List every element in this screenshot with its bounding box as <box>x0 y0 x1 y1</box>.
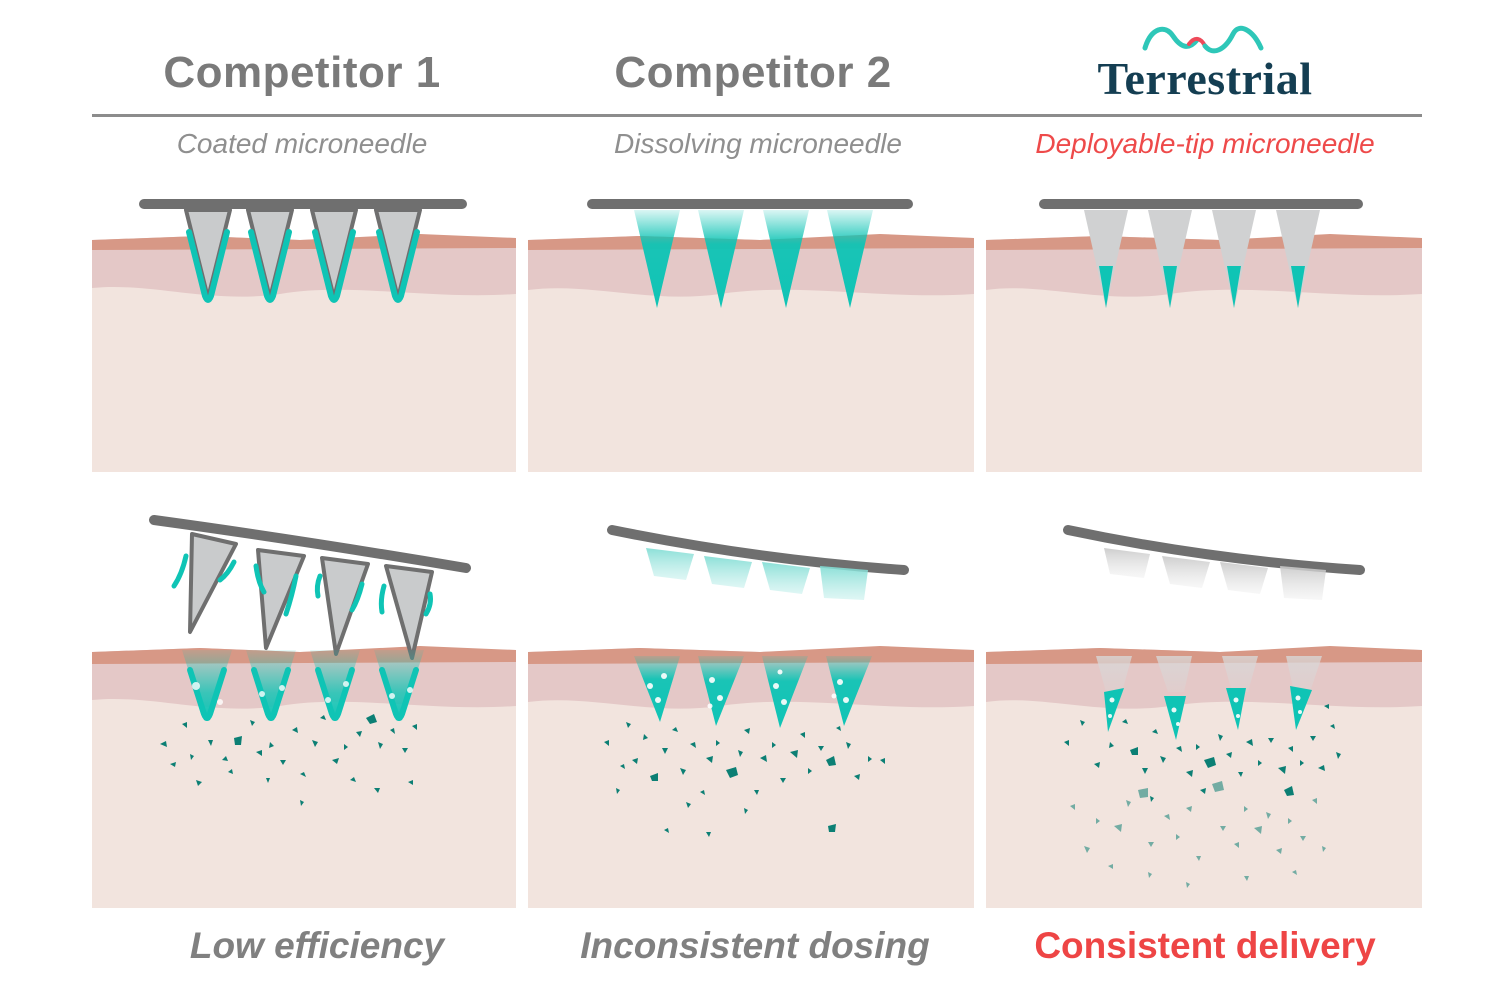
drug-particles-col3 <box>1064 704 1341 888</box>
dissolving-patch-top <box>587 199 913 308</box>
brand-name: Terrestrial <box>1097 53 1313 104</box>
drug-particles-col1 <box>160 714 417 806</box>
coated-microneedle-subtitle: Coated microneedle <box>176 128 428 159</box>
dissolving-microneedle-subtitle: Dissolving microneedle <box>614 128 902 159</box>
consistent-delivery-label: Consistent delivery <box>1034 925 1376 966</box>
skin-panel-bottom-3 <box>986 646 1422 908</box>
coated-residue <box>182 650 424 721</box>
competitor-1-heading: Competitor 1 <box>163 48 441 97</box>
terrestrial-logo: Terrestrial <box>1085 22 1325 108</box>
deployable-patch-removed <box>1063 525 1365 600</box>
skin-panel-top-3 <box>986 234 1422 472</box>
skin-panel-bottom-2 <box>528 646 974 908</box>
skin-panel-top-2 <box>528 234 974 472</box>
deployable-patch-top <box>1039 199 1363 308</box>
coated-patch-removed <box>149 515 471 660</box>
skin-panel-bottom-1 <box>92 646 516 908</box>
coated-patch-top <box>139 199 467 303</box>
dissolving-patch-removed <box>607 525 909 600</box>
deployable-tip-subtitle: Deployable-tip microneedle <box>1035 128 1375 159</box>
header-divider <box>92 114 1422 117</box>
drug-particles-col2 <box>604 722 885 837</box>
skin-panel-top-1 <box>92 234 516 472</box>
low-efficiency-label: Low efficiency <box>189 925 445 966</box>
terrestrial-logo-wave-icon <box>1142 25 1264 54</box>
dissolving-tips-in-skin <box>634 656 872 728</box>
inconsistent-dosing-label: Inconsistent dosing <box>580 925 930 966</box>
deployable-tips-in-skin <box>1096 656 1322 740</box>
competitor-2-heading: Competitor 2 <box>614 48 892 97</box>
